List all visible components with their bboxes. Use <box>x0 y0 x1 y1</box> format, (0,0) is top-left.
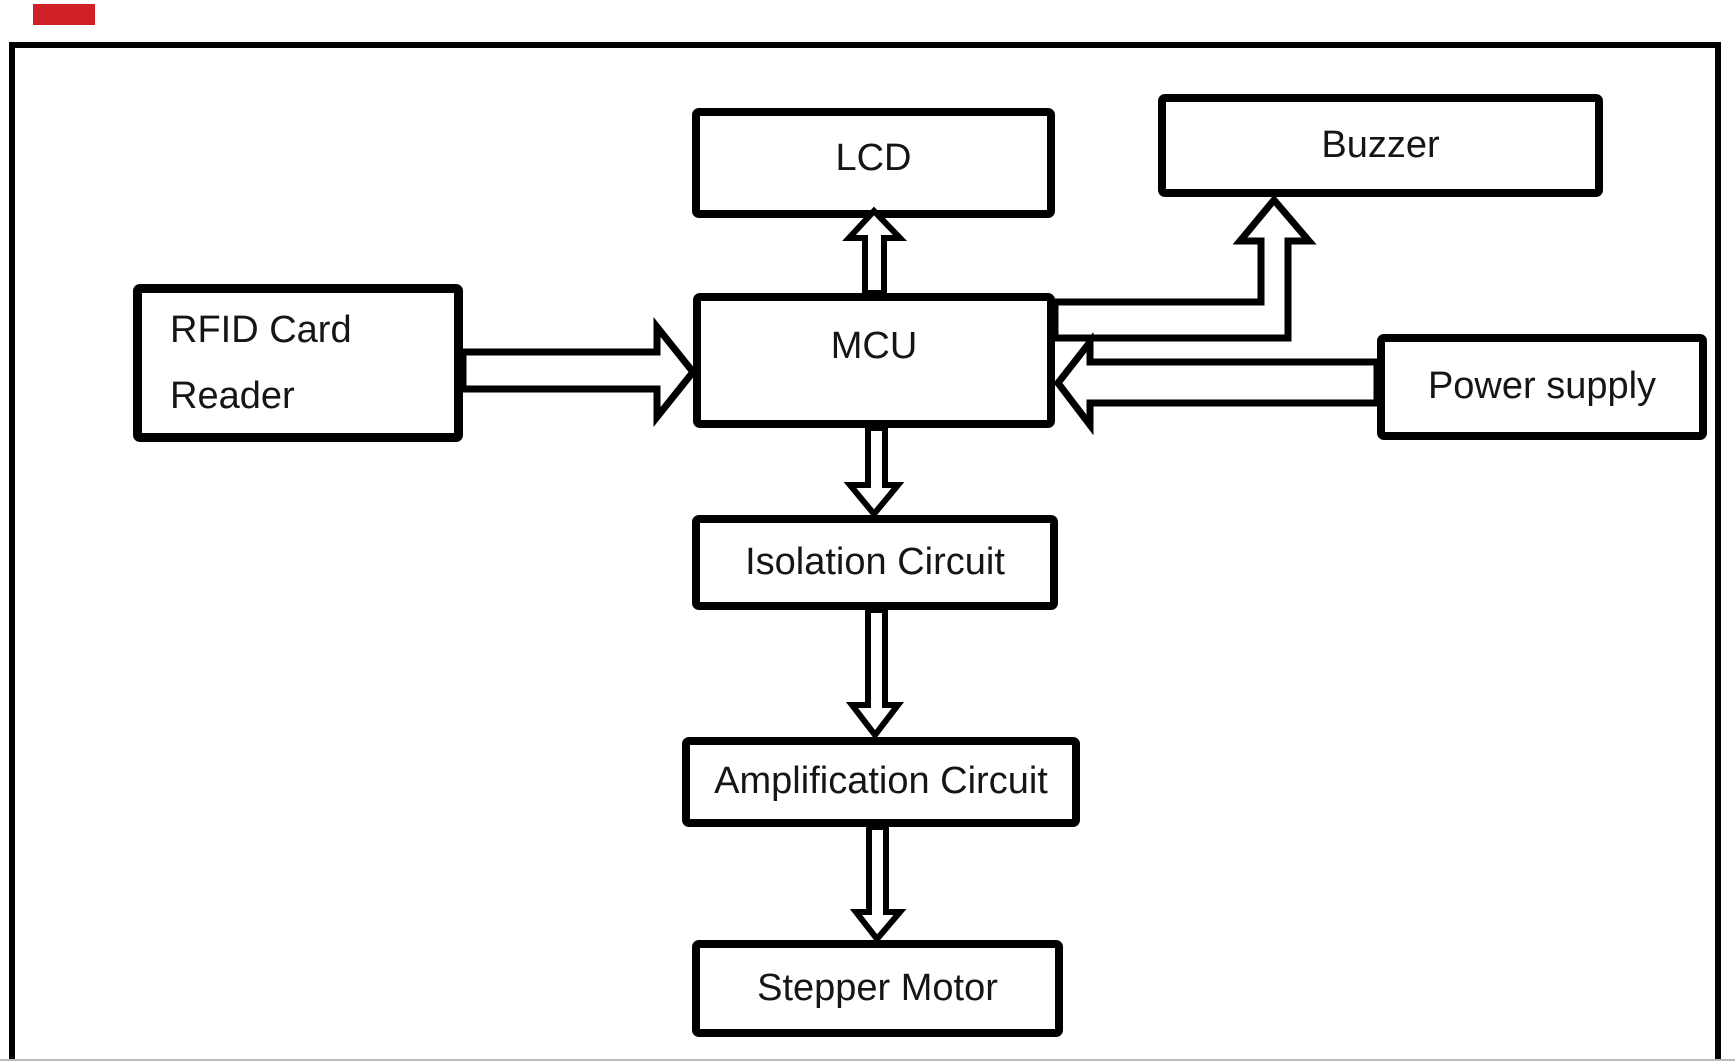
box-power-supply-label: Power supply <box>1427 365 1657 408</box>
arrow-amplification-to-stepper <box>849 824 907 944</box>
arrow-rfid-to-mcu <box>459 317 698 427</box>
arrow-mcu-to-buzzer <box>1051 194 1317 342</box>
box-mcu-label: MCU <box>830 324 918 367</box>
box-rfid-label-line2: Reader <box>170 375 295 417</box>
arrow-isolation-to-amplification <box>845 607 905 740</box>
red-corner-marker <box>33 4 95 25</box>
box-isolation-circuit-label: Isolation Circuit <box>745 540 1005 583</box>
box-stepper-motor: Stepper Motor <box>692 940 1063 1037</box>
box-amplification-circuit-label: Amplification Circuit <box>714 760 1048 803</box>
box-mcu: MCU <box>693 293 1055 428</box>
box-buzzer: Buzzer <box>1158 94 1603 197</box>
box-stepper-motor-label: Stepper Motor <box>757 966 998 1009</box>
box-rfid-card-reader: RFID Card Reader <box>133 284 463 442</box>
arrow-power-to-mcu <box>1053 331 1381 436</box>
arrow-mcu-to-lcd <box>842 206 908 296</box>
box-rfid-label-line1: RFID Card <box>170 309 352 351</box>
box-isolation-circuit: Isolation Circuit <box>692 515 1058 610</box>
box-rfid-label: RFID Card Reader <box>170 297 352 429</box>
arrow-mcu-to-isolation <box>843 425 905 519</box>
box-power-supply: Power supply <box>1377 334 1707 440</box>
box-lcd-label: LCD <box>835 137 912 180</box>
box-buzzer-label: Buzzer <box>1321 123 1440 166</box>
box-amplification-circuit: Amplification Circuit <box>682 737 1080 827</box>
bottom-edge-line <box>0 1059 1735 1061</box>
diagram-outer-frame <box>9 42 1721 1061</box>
